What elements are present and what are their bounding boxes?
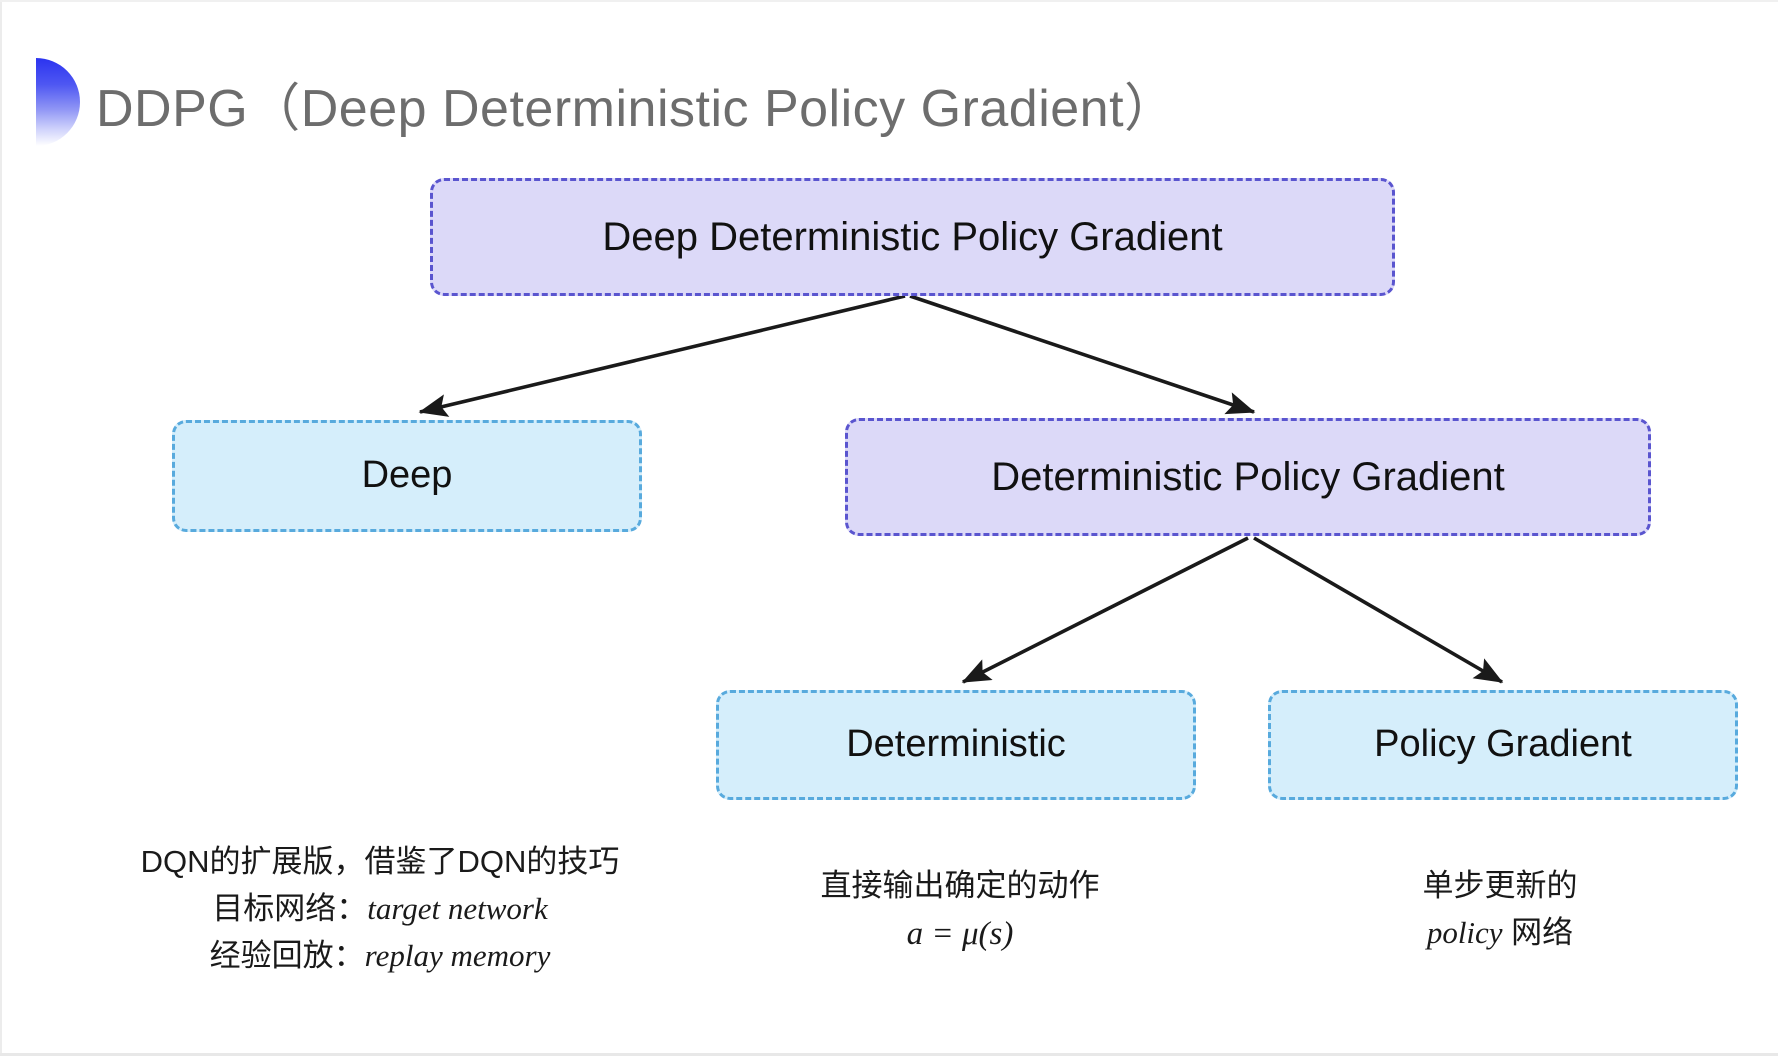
arrow-root-to-deep — [418, 294, 906, 417]
node-deterministic[interactable]: Deterministic — [716, 690, 1196, 800]
caption-policy-gradient-suffix: 网络 — [1502, 915, 1574, 951]
arrow-dpg-to-deterministic — [961, 536, 1249, 684]
node-deterministic-policy-gradient[interactable]: Deterministic Policy Gradient — [845, 418, 1651, 536]
slide-frame-bottom-edge — [0, 1053, 1778, 1056]
node-policy-gradient[interactable]: Policy Gradient — [1268, 690, 1738, 800]
arrow-root-to-dpg — [909, 294, 1256, 415]
caption-deep-line-3-term: replay memory — [364, 938, 551, 974]
caption-deep-line-3-label: 经验回放： — [209, 938, 365, 974]
caption-deep-line-2: 目标网络：target network — [100, 885, 660, 932]
caption-deterministic-formula: a = μ(s) — [906, 916, 1014, 953]
caption-policy-gradient: 单步更新的 policy 网络 — [1250, 862, 1750, 956]
title-semicircle-bullet-icon — [36, 58, 80, 146]
caption-deep-line-1: DQN的扩展版，借鉴了DQN的技巧 — [140, 844, 620, 879]
node-label: Policy Gradient — [1374, 723, 1632, 766]
caption-deep: DQN的扩展版，借鉴了DQN的技巧 目标网络：target network 经验… — [100, 838, 660, 979]
caption-policy-gradient-line-2: policy 网络 — [1250, 909, 1750, 956]
node-deep-deterministic-policy-gradient[interactable]: Deep Deterministic Policy Gradient — [430, 178, 1395, 296]
caption-policy-gradient-term: policy — [1426, 915, 1503, 951]
caption-deterministic: 直接输出确定的动作 a = μ(s) — [700, 862, 1220, 959]
node-label: Deep Deterministic Policy Gradient — [602, 215, 1223, 259]
caption-deep-line-2-term: target network — [367, 891, 548, 927]
node-label: Deterministic Policy Gradient — [991, 455, 1505, 499]
caption-policy-gradient-line-1: 单步更新的 — [1422, 868, 1578, 903]
page-title: DDPG（Deep Deterministic Policy Gradient） — [96, 80, 1177, 138]
node-label: Deep — [361, 454, 453, 497]
caption-deep-line-3: 经验回放：replay memory — [100, 932, 660, 979]
caption-deep-line-2-label: 目标网络： — [212, 891, 368, 927]
arrow-dpg-to-policy-gradient — [1253, 536, 1504, 684]
node-deep[interactable]: Deep — [172, 420, 642, 532]
slide-frame-left-edge — [0, 0, 2, 1056]
node-label: Deterministic — [846, 723, 1066, 766]
caption-deterministic-line-1: 直接输出确定的动作 — [820, 868, 1100, 903]
slide-frame-top-edge — [0, 0, 1778, 2]
